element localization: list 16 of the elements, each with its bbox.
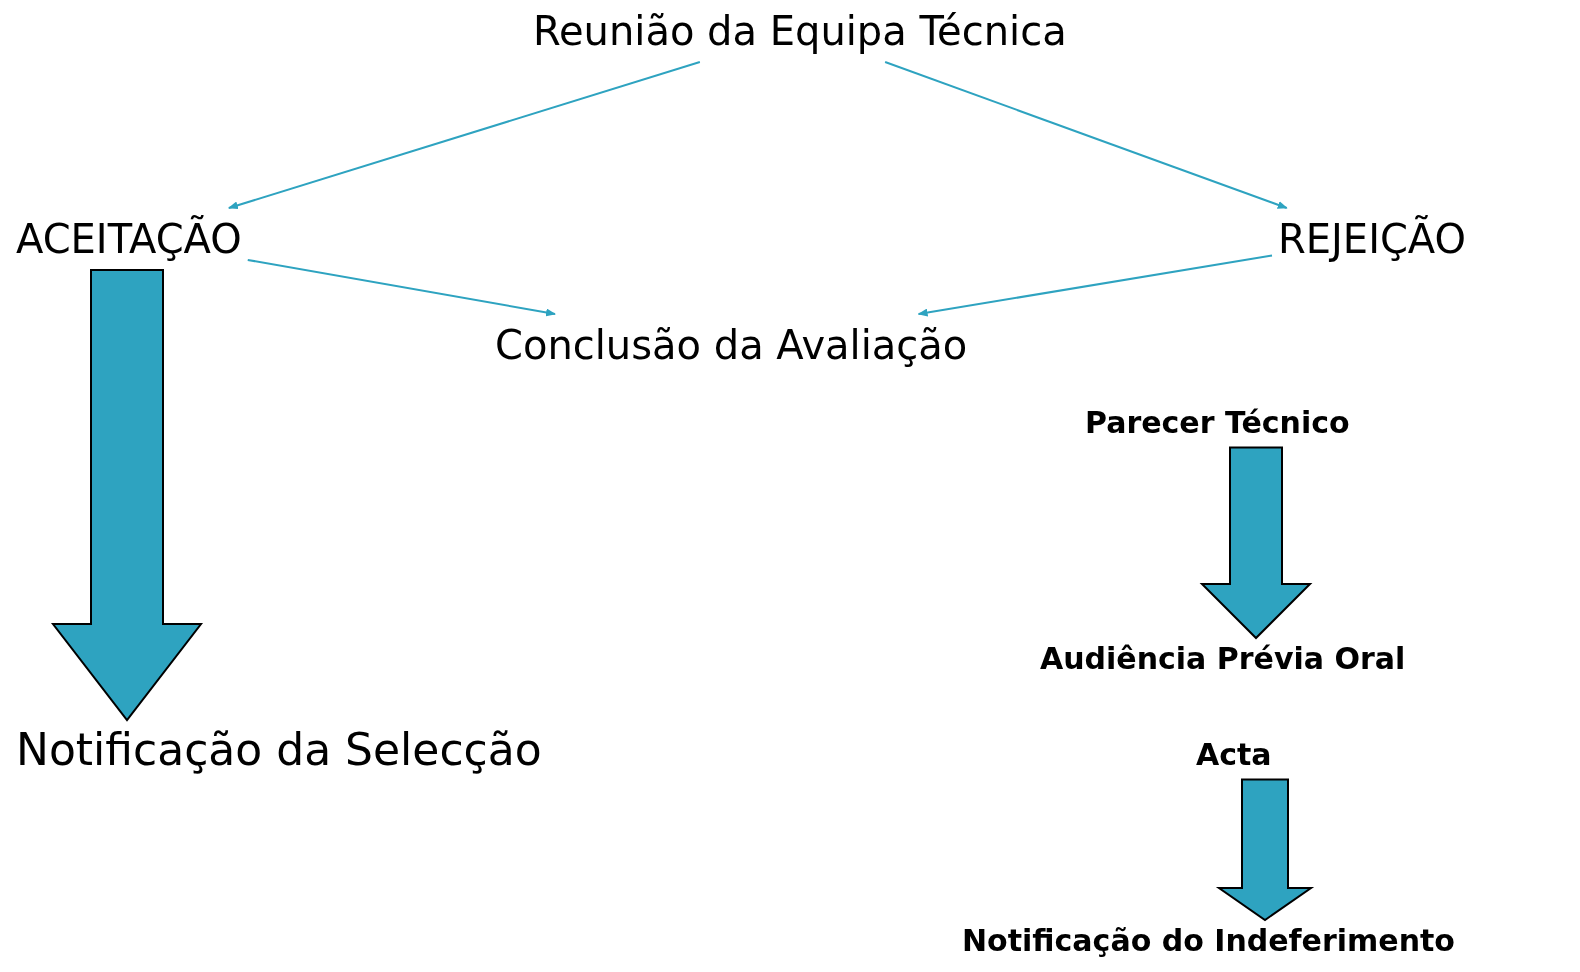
arrow (227, 61, 701, 210)
arrow (917, 254, 1273, 317)
node-label: Reunião da Equipa Técnica (533, 7, 1067, 56)
node-label: REJEIÇÃO (1278, 214, 1466, 264)
block-arrow (1215, 778, 1315, 922)
node-label: ACEITAÇÃO (16, 214, 242, 264)
arrow (246, 258, 556, 317)
node-label: Parecer Técnico (1085, 404, 1350, 442)
node-label: Notificação do Indeferimento (962, 922, 1455, 960)
arrow (884, 61, 1288, 209)
node-label: Notificação da Selecção (16, 723, 542, 777)
block-arrow (50, 269, 204, 722)
node-label: Acta (1196, 736, 1272, 774)
node-label: Audiência Prévia Oral (1040, 640, 1406, 678)
block-arrow (1199, 446, 1313, 640)
node-label: Conclusão da Avaliação (495, 321, 968, 370)
